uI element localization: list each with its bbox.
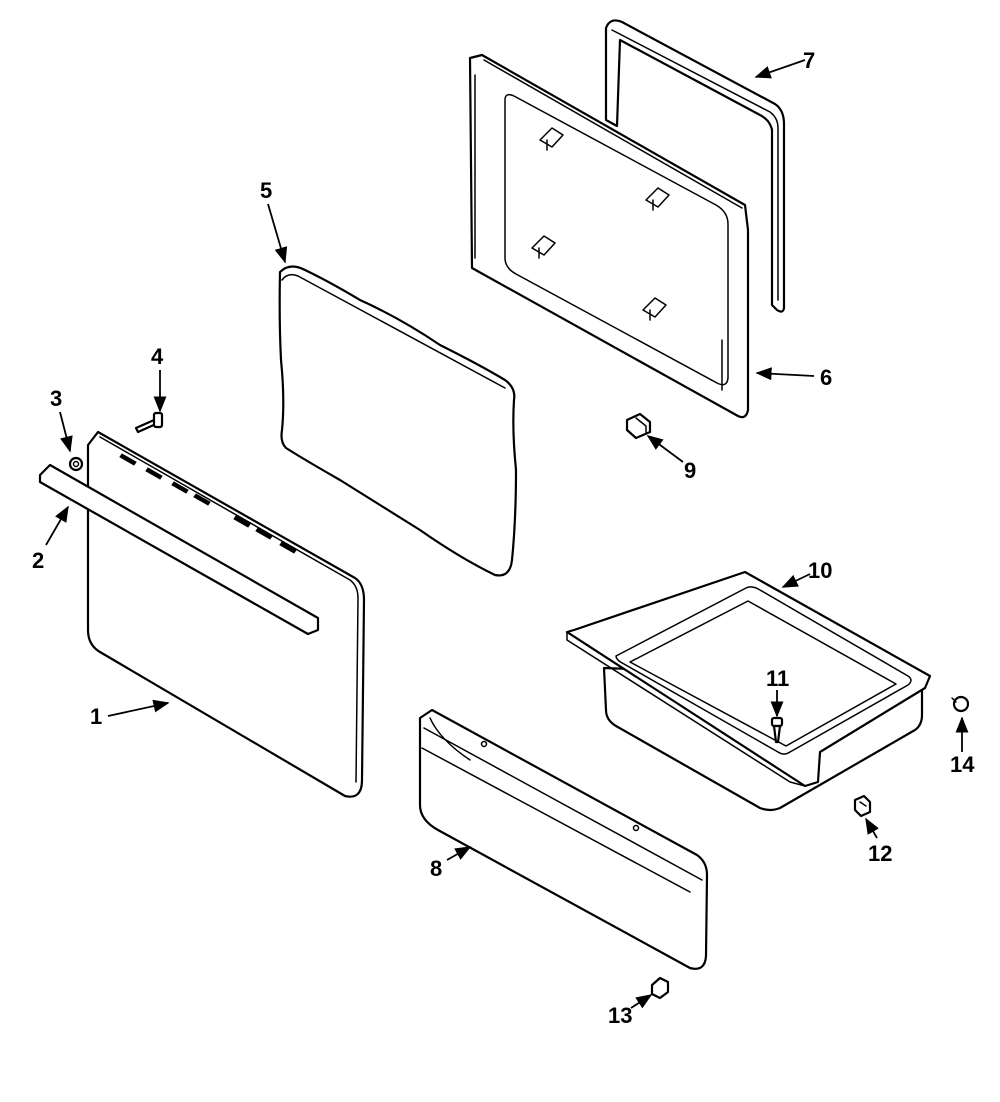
part-10-drawer-box xyxy=(565,570,932,812)
leader-lines xyxy=(45,59,969,1009)
callout-14: 14 xyxy=(950,752,975,777)
callout-3: 3 xyxy=(50,386,62,411)
part-9-clip xyxy=(625,412,652,440)
part-4-screw xyxy=(134,411,164,434)
callout-labels: 1 2 3 4 5 6 7 8 9 10 11 12 13 14 xyxy=(32,48,975,1028)
callout-13: 13 xyxy=(608,1003,632,1028)
part-13-nut xyxy=(650,976,670,1000)
part-5-insulation xyxy=(278,265,518,577)
callout-6: 6 xyxy=(820,365,832,390)
callout-2: 2 xyxy=(32,548,44,573)
callout-4: 4 xyxy=(151,344,164,369)
part-8-drawer-front xyxy=(418,708,709,970)
part-14-screw xyxy=(951,695,970,713)
part-1-outer-door xyxy=(86,430,366,798)
callout-9: 9 xyxy=(684,458,696,483)
part-12-clip xyxy=(853,794,872,818)
part-7-door-gasket xyxy=(604,19,786,313)
part-11-screw xyxy=(770,716,784,744)
callout-7: 7 xyxy=(803,48,815,73)
part-6-inner-door-panel xyxy=(468,53,750,419)
callout-8: 8 xyxy=(430,856,442,881)
callout-5: 5 xyxy=(260,178,272,203)
callout-11: 11 xyxy=(766,666,789,691)
part-3-nut xyxy=(68,456,84,472)
part-2-handle xyxy=(38,463,320,636)
callout-12: 12 xyxy=(868,841,892,866)
callout-10: 10 xyxy=(808,558,832,583)
callout-1: 1 xyxy=(90,704,102,729)
